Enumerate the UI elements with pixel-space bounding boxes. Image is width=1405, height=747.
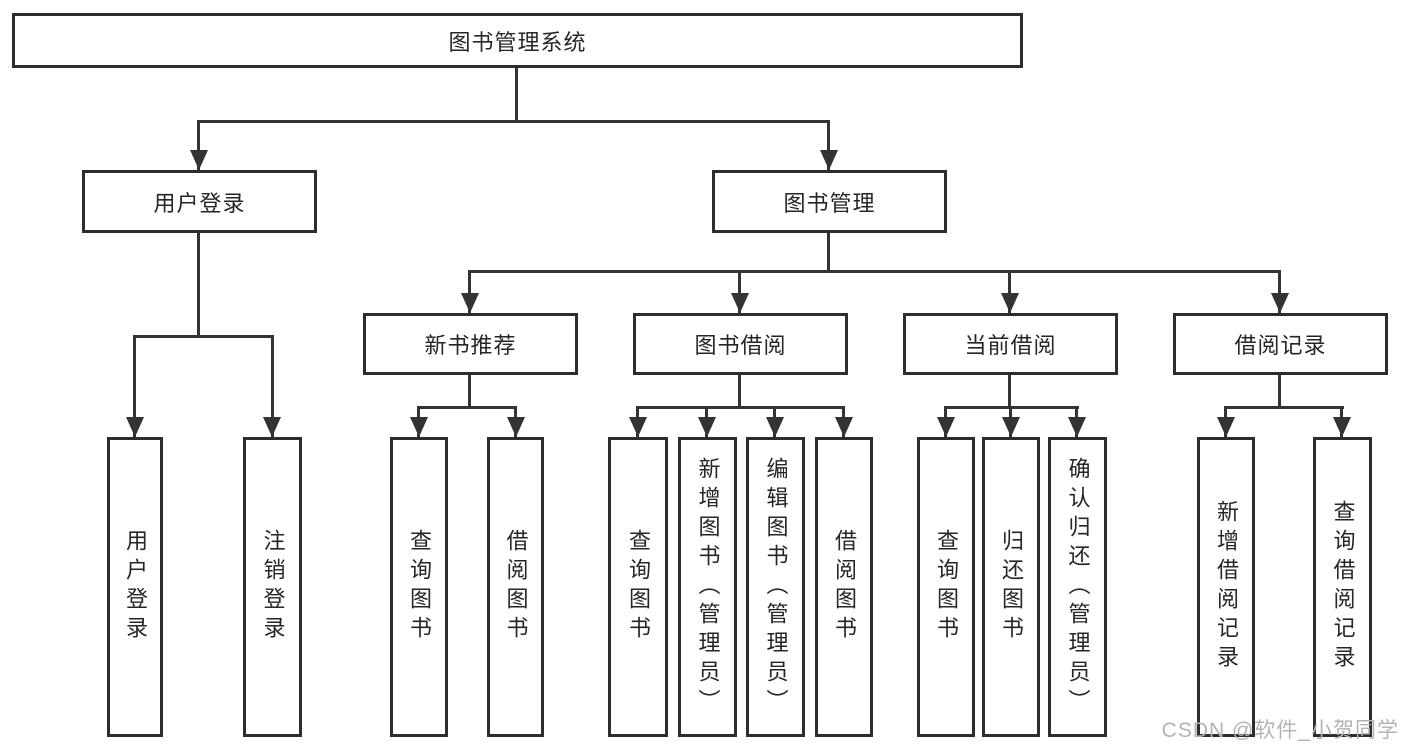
connector — [468, 270, 471, 313]
connector — [1278, 375, 1281, 409]
connector — [738, 375, 741, 409]
leaf-query-books-current: 查询图书 — [917, 437, 975, 737]
node-borrowing-records: 借阅记录 — [1173, 313, 1388, 375]
arrowhead — [1333, 417, 1351, 437]
leaf-label: 查询图书 — [626, 529, 651, 645]
connector — [417, 406, 517, 409]
leaf-label: 查询图书 — [934, 529, 959, 645]
arrowhead — [1068, 417, 1086, 437]
leaf-add-book-admin: 新增图书（管理员） — [678, 437, 737, 737]
leaf-label: 新增借阅记录 — [1214, 500, 1239, 674]
leaf-label: 借阅图书 — [503, 529, 529, 645]
connector — [197, 120, 200, 170]
leaf-borrow-books-borrowing: 借阅图书 — [815, 437, 873, 737]
node-new-book-recommend: 新书推荐 — [363, 313, 578, 375]
leaf-label: 确认归还（管理员） — [1065, 456, 1091, 718]
connector — [468, 375, 471, 409]
arrowhead — [820, 150, 838, 170]
leaf-label: 编辑图书（管理员） — [763, 456, 789, 718]
leaf-label: 借阅图书 — [832, 529, 857, 645]
connector — [197, 233, 200, 338]
leaf-label: 查询图书 — [407, 529, 432, 645]
arrowhead — [766, 417, 784, 437]
connector — [133, 335, 136, 437]
node-book-borrowing: 图书借阅 — [633, 313, 848, 375]
connector — [515, 68, 518, 123]
connector — [738, 270, 741, 313]
leaf-label: 新增图书（管理员） — [695, 456, 721, 718]
arrowhead — [1217, 417, 1235, 437]
leaf-edit-book-admin: 编辑图书（管理员） — [746, 437, 805, 737]
leaf-user-login: 用户登录 — [107, 437, 163, 737]
node-book-management-branch: 图书管理 — [712, 170, 947, 233]
connector — [1008, 375, 1011, 409]
connector — [133, 335, 274, 338]
arrowhead — [1001, 293, 1019, 313]
arrowhead — [835, 417, 853, 437]
node-label: 借阅记录 — [1234, 333, 1327, 358]
leaf-query-books-recommend: 查询图书 — [390, 437, 448, 737]
node-label: 图书管理系统 — [448, 29, 587, 55]
connector — [636, 406, 845, 409]
connector — [468, 270, 1281, 273]
connector — [827, 120, 830, 170]
arrowhead — [126, 417, 144, 437]
leaf-label: 查询借阅记录 — [1330, 500, 1356, 674]
csdn-watermark: CSDN @软件_小贺同学 — [1161, 719, 1399, 742]
arrowhead — [731, 293, 749, 313]
leaf-confirm-return-admin: 确认归还（管理员） — [1048, 437, 1107, 737]
node-label: 新书推荐 — [424, 333, 517, 358]
node-label: 图书借阅 — [694, 333, 787, 358]
leaf-return-book: 归还图书 — [982, 437, 1040, 737]
leaf-add-borrow-record: 新增借阅记录 — [1197, 437, 1255, 737]
connector — [1224, 406, 1344, 409]
connector — [1278, 270, 1281, 313]
connector — [1008, 270, 1011, 313]
connector — [271, 335, 274, 437]
leaf-label: 归还图书 — [999, 529, 1024, 645]
leaf-label: 用户登录 — [123, 529, 148, 645]
leaf-borrow-books-recommend: 借阅图书 — [487, 437, 544, 737]
arrowhead — [1002, 417, 1020, 437]
arrowhead — [461, 293, 479, 313]
arrowhead — [698, 417, 716, 437]
node-user-login-branch: 用户登录 — [82, 170, 317, 233]
node-current-borrowing: 当前借阅 — [903, 313, 1118, 375]
node-label: 图书管理 — [783, 190, 876, 216]
connector — [827, 233, 830, 273]
node-book-management-system: 图书管理系统 — [12, 13, 1023, 68]
arrowhead — [1271, 293, 1289, 313]
arrowhead — [507, 417, 525, 437]
arrowhead — [629, 417, 647, 437]
arrowhead — [937, 417, 955, 437]
node-label: 用户登录 — [153, 190, 246, 216]
node-label: 当前借阅 — [964, 333, 1057, 358]
arrowhead — [190, 150, 208, 170]
arrowhead — [263, 417, 281, 437]
leaf-query-books-borrowing: 查询图书 — [608, 437, 668, 737]
arrowhead — [410, 417, 428, 437]
leaf-query-borrow-record: 查询借阅记录 — [1313, 437, 1372, 737]
leaf-label: 注销登录 — [260, 529, 286, 645]
leaf-logout: 注销登录 — [243, 437, 302, 737]
connector — [197, 120, 830, 123]
